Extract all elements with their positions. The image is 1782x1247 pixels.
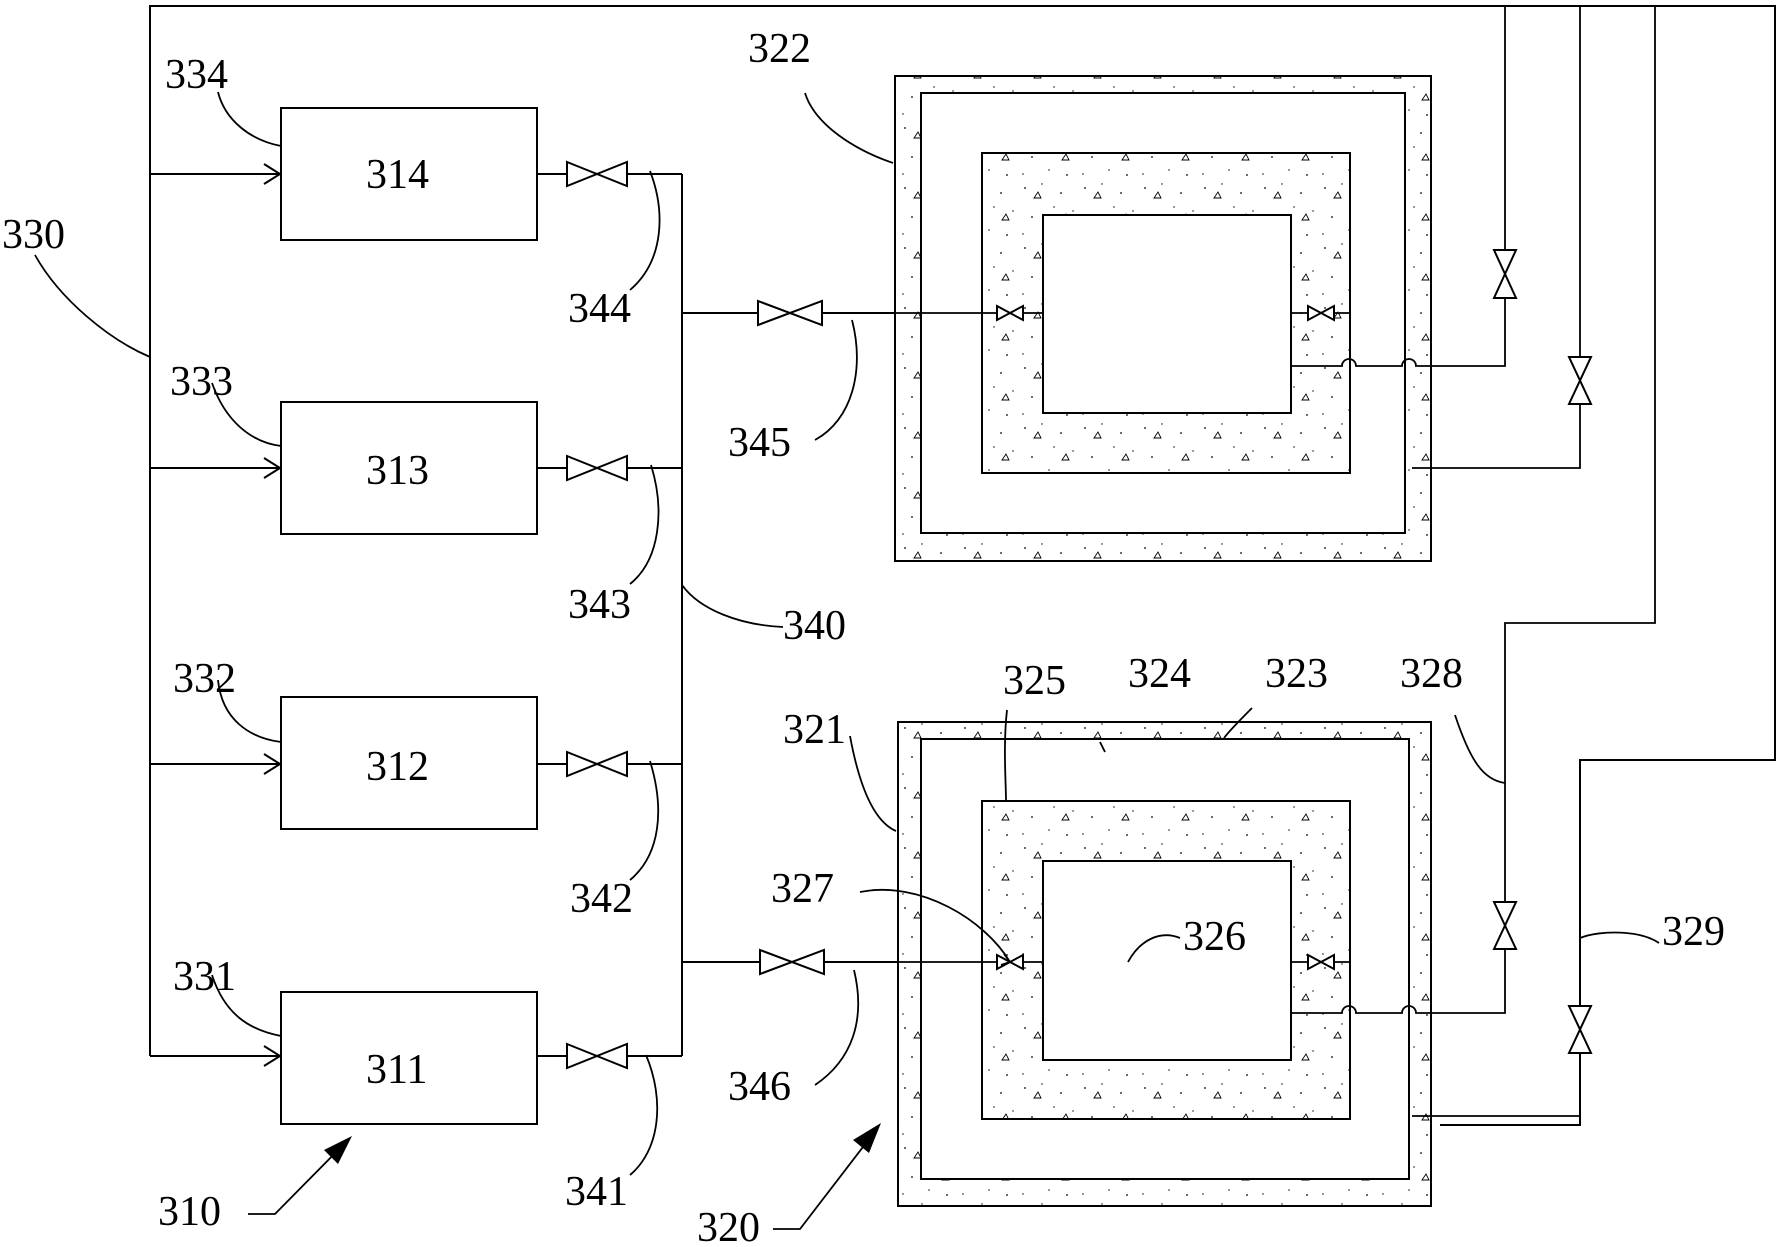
valve-342 xyxy=(566,750,628,778)
label-327: 327 xyxy=(771,866,834,912)
label-324: 324 xyxy=(1128,651,1191,697)
label-333: 333 xyxy=(170,359,233,405)
label-341: 341 xyxy=(565,1169,628,1215)
riser-valves-lower xyxy=(1492,901,1593,1054)
label-331: 331 xyxy=(173,954,236,1000)
unit-312: 312 xyxy=(280,696,538,830)
label-314: 314 xyxy=(366,152,429,198)
label-343: 343 xyxy=(568,582,631,628)
label-320: 320 xyxy=(697,1205,760,1247)
label-312: 312 xyxy=(366,744,429,790)
label-344: 344 xyxy=(568,286,631,332)
label-332: 332 xyxy=(173,656,236,702)
label-325: 325 xyxy=(1003,658,1066,704)
label-340: 340 xyxy=(783,603,846,649)
label-313: 313 xyxy=(366,448,429,494)
unit-314: 314 xyxy=(280,107,538,241)
label-334: 334 xyxy=(165,52,228,98)
label-311: 311 xyxy=(366,1047,427,1093)
branch-arrows xyxy=(150,163,282,1067)
chamber-322 xyxy=(894,6,1581,562)
riser-valves-upper xyxy=(1492,249,1593,405)
label-328: 328 xyxy=(1400,651,1463,697)
valve-344 xyxy=(566,160,628,188)
label-323: 323 xyxy=(1265,651,1328,697)
label-329: 329 xyxy=(1662,909,1725,955)
unit-311: 311 xyxy=(280,991,538,1125)
supply-line-330 xyxy=(149,5,1776,1126)
leader-lines xyxy=(34,91,1660,1176)
label-321: 321 xyxy=(783,707,846,753)
unit-313: 313 xyxy=(280,401,538,535)
valve-341 xyxy=(566,1042,628,1070)
label-346: 346 xyxy=(728,1064,791,1110)
pointer-320 xyxy=(773,1123,881,1230)
label-330: 330 xyxy=(2,212,65,258)
chamber-321 xyxy=(897,6,1656,1207)
label-345: 345 xyxy=(728,420,791,466)
label-310: 310 xyxy=(158,1189,221,1235)
label-326: 326 xyxy=(1183,914,1246,960)
label-342: 342 xyxy=(570,876,633,922)
pointer-310 xyxy=(248,1136,352,1215)
label-322: 322 xyxy=(748,26,811,72)
valve-343 xyxy=(566,454,628,482)
